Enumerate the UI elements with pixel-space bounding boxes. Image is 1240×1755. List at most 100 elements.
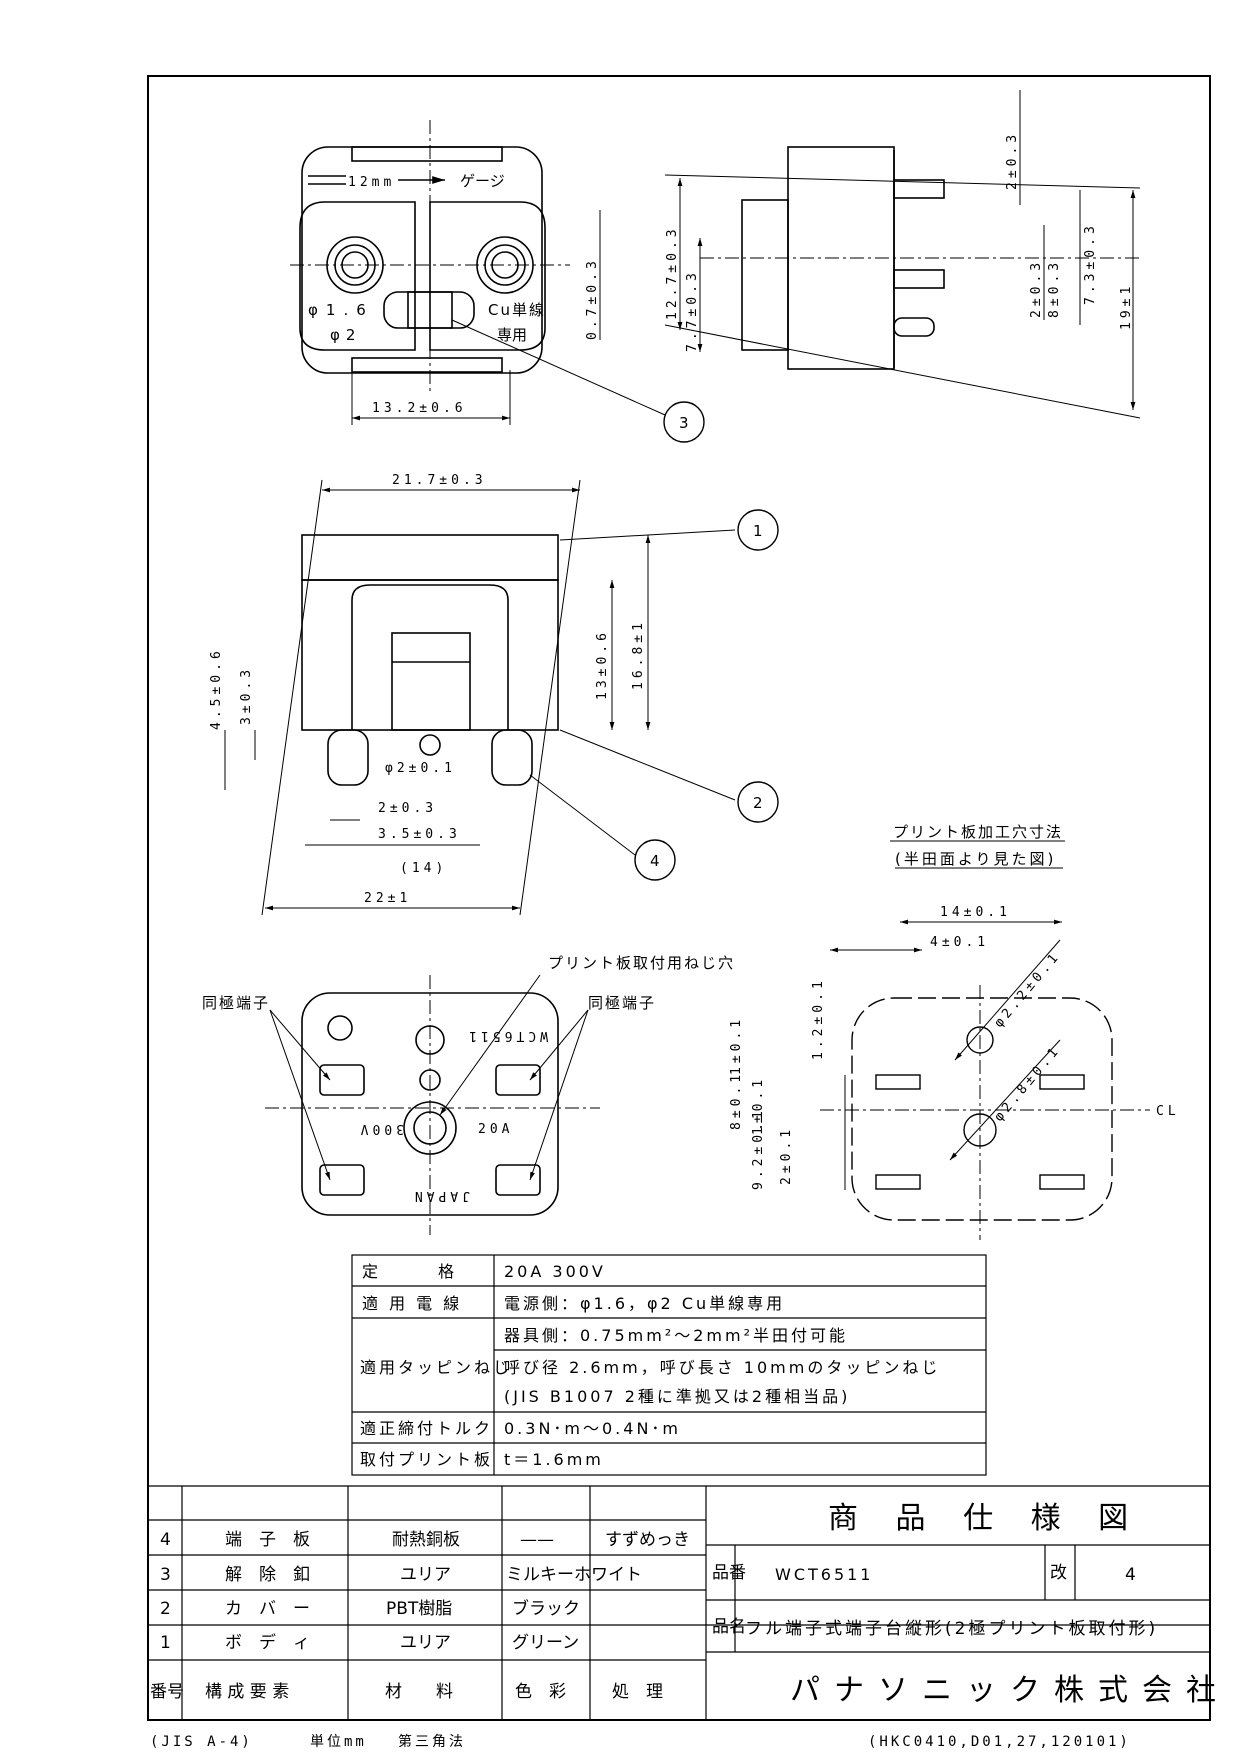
pcb-dim-8: 8±0.1 <box>729 1071 744 1130</box>
part-row-4-part: ボ デ ィ <box>225 1632 310 1653</box>
footer-paper-size: (JIS A-4) <box>150 1734 253 1750</box>
footer-unit: 単位mm <box>310 1734 367 1750</box>
spec-row-2-value: 電源側：φ1.6，φ2 Cu単線専用 <box>504 1294 785 1313</box>
front-width-dimension: 13.2±0.6 <box>372 401 467 416</box>
rev-label: 改 <box>1050 1563 1067 1583</box>
spec-row-2-label: 適 用 電 線 <box>362 1294 462 1313</box>
spec-row-1-value: 20A 300V <box>504 1262 606 1281</box>
pcb-dim-14: 14±0.1 <box>940 905 1011 920</box>
part-row-3-material: PBT樹脂 <box>386 1599 452 1619</box>
rating-mark: 20A <box>478 1122 513 1137</box>
parts-header-material: 材 料 <box>385 1682 453 1702</box>
balloon-2-text: 2 <box>753 794 763 812</box>
sheet-border <box>147 75 1211 1721</box>
dedicated-label: 専用 <box>497 326 527 344</box>
company-name: パナソニック株式会社 <box>790 1673 1230 1708</box>
pcb-centerline-label: CL <box>1156 1104 1180 1119</box>
side-dim-7-7: 7.7±0.3 <box>685 269 700 352</box>
footer-doc-code: (HKC0410,D01,27,120101) <box>868 1734 1131 1750</box>
pcb-dim-phi-2-2: φ2.2±0.1 <box>992 948 1064 1030</box>
balloon-4-text: 4 <box>650 852 660 870</box>
pcb-dim-1-2: 1.2±0.1 <box>811 977 826 1060</box>
part-row-2-no: 3 <box>160 1565 171 1585</box>
pcb-view <box>820 840 1150 1240</box>
part-row-2-material: ユリア <box>400 1565 451 1585</box>
pcb-dim-9-2: 9.2±0.1 <box>751 1107 766 1190</box>
spec-row-4-value: 呼び径 2.6mm，呼び長さ 10mmのタッピンねじ <box>504 1358 940 1377</box>
bottom-view <box>265 974 600 1235</box>
side-dim-12-7: 12.7±0.3 <box>665 225 680 320</box>
part-row-4-color: グリーン <box>512 1633 579 1653</box>
parts-table-grid <box>148 1485 1210 1720</box>
balloon-3-text: 3 <box>679 414 689 432</box>
pcb-dim-4: 4±0.1 <box>930 935 989 950</box>
pcb-dim-1: 1±0.1 <box>729 1016 744 1075</box>
pcb-dim-2: 2±0.1 <box>779 1126 794 1185</box>
elev-dim-hole: φ2±0.1 <box>385 761 456 776</box>
pcb-dim-1b: 1±0.1 <box>751 1076 766 1135</box>
part-row-3-part: カ バ ー <box>225 1599 310 1619</box>
side-view <box>664 90 1141 419</box>
parts-header-color: 色 彩 <box>515 1682 566 1702</box>
elevation-view <box>224 479 779 916</box>
part-row-4-material: ユリア <box>400 1633 451 1653</box>
elev-dim-13: 13±0.6 <box>595 629 610 700</box>
part-row-1-color: —— <box>520 1530 554 1550</box>
screw-hole-label: プリント板取付用ねじ穴 <box>548 954 735 972</box>
elev-dim-22: 22±1 <box>364 891 411 906</box>
spec-row-7-value: t＝1.6mm <box>504 1450 604 1469</box>
part-row-4-no: 1 <box>160 1633 171 1653</box>
spec-row-6-label: 適正締付トルク <box>360 1419 493 1438</box>
wire-dia-1-label: φ1.6 <box>308 301 374 319</box>
parts-header-part: 構 成 要 素 <box>205 1682 289 1702</box>
rev-value: 4 <box>1125 1565 1136 1585</box>
volt-mark: 300V <box>357 1121 404 1136</box>
parts-header-finish: 処 理 <box>612 1682 663 1702</box>
part-row-1-material: 耐熱銅板 <box>392 1530 460 1550</box>
spec-row-7-label: 取付プリント板 <box>360 1450 493 1469</box>
part-row-3-color: ブラック <box>512 1598 580 1619</box>
pcb-dim-phi-2-8: φ2.8±0.1 <box>992 1042 1064 1124</box>
part-row-1-finish: すずめっき <box>605 1530 690 1550</box>
part-no-value: WCT6511 <box>775 1565 873 1584</box>
balloon-1-text: 1 <box>753 522 763 540</box>
side-dim-7-3: 7.3±0.3 <box>1083 222 1098 305</box>
model-mark: WCT6511 <box>465 1028 548 1043</box>
side-dim-2-top: 2±0.3 <box>1005 131 1020 190</box>
spec-row-1-label: 定 格 <box>362 1262 457 1281</box>
front-view <box>290 120 705 443</box>
part-row-1-no: 4 <box>160 1530 171 1550</box>
same-pole-right-label: 同極端子 <box>588 994 656 1012</box>
elev-dim-14: (14) <box>400 861 447 876</box>
country-mark: JAPAN <box>411 1188 470 1203</box>
wire-dia-2-label: φ2 <box>330 326 361 344</box>
footer-projection: 第三角法 <box>398 1733 466 1750</box>
side-dim-2-mid: 2±0.3 <box>1029 259 1044 318</box>
part-row-3-no: 2 <box>160 1599 171 1619</box>
elev-dim-3-5: 3.5±0.3 <box>378 827 461 842</box>
spec-table-grid <box>351 1254 987 1476</box>
elev-dim-2: 2±0.3 <box>378 801 437 816</box>
spec-row-5-value: (JIS B1007 2種に準拠又は2種相当品) <box>504 1387 850 1406</box>
elev-dim-16-8: 16.8±1 <box>631 619 646 690</box>
part-row-2-color: ミルキーホワイト <box>506 1565 642 1585</box>
spec-row-3-value: 器具側：0.75mm²～2mm²半田付可能 <box>504 1326 848 1345</box>
pcb-title: プリント板加工穴寸法 <box>893 823 1063 841</box>
side-dim-8: 8±0.3 <box>1047 259 1062 318</box>
elev-dim-3: 3±0.3 <box>239 666 254 725</box>
doc-title: 商 品 仕 様 図 <box>828 1501 1142 1536</box>
gauge-label: ゲージ <box>460 172 505 190</box>
part-name-label: 品名 <box>712 1617 746 1637</box>
part-name-value: フル端子式端子台縦形(2極プリント板取付形) <box>745 1619 1158 1639</box>
elev-dim-top: 21.7±0.3 <box>392 473 487 488</box>
elev-dim-4-5: 4.5±0.6 <box>209 647 224 730</box>
side-dim-19: 19±1 <box>1119 283 1134 330</box>
front-right-dimension: 0.7±0.3 <box>585 257 600 340</box>
same-pole-left-label: 同極端子 <box>202 994 270 1012</box>
spec-row-4-label: 適用タッピンねじ <box>360 1358 512 1377</box>
gauge-length-label: 12mm <box>348 175 395 190</box>
parts-header-no: 番号 <box>150 1682 184 1702</box>
pcb-subtitle: (半田面より見た図) <box>895 850 1056 868</box>
part-no-label: 品番 <box>712 1563 746 1583</box>
